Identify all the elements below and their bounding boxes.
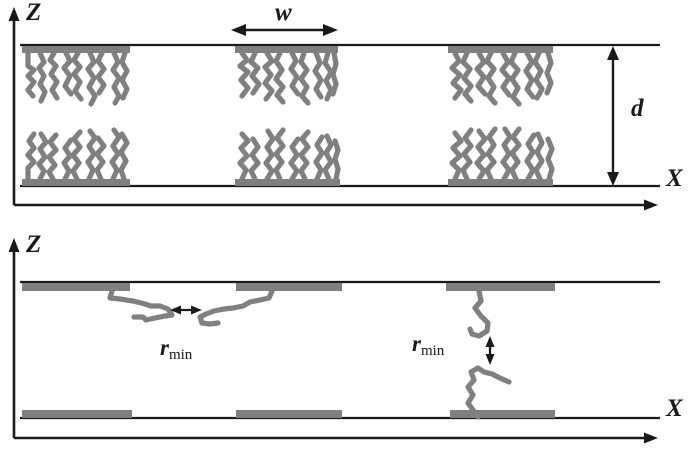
horizontal-rmin-arrow-right-head <box>191 305 202 315</box>
horizontal-rmin-symbol: r <box>160 335 169 360</box>
top-panel-z-axis-label: Z <box>26 0 42 26</box>
patch-width-arrow-right-head <box>323 24 338 36</box>
bottom-panel-walls <box>20 280 660 420</box>
top-panel-axes <box>8 7 658 211</box>
horizontal-rmin-arrow-left-head <box>170 305 181 315</box>
top-panel: Z X w d <box>8 0 683 211</box>
chain-right-lower <box>465 365 512 420</box>
horizontal-rmin-label: rmin <box>160 335 192 363</box>
gap-distance-label: d <box>631 95 644 122</box>
bottom-panel-patches <box>22 283 555 418</box>
vertical-rmin-symbol: r <box>412 331 421 356</box>
bottom-panel-x-axis-label: X <box>666 395 683 422</box>
patch-width-label: w <box>275 0 292 26</box>
bottom-panel-axes <box>8 238 658 444</box>
brush-bottom-middle <box>237 127 341 182</box>
top-panel-x-axis-label: X <box>666 165 683 192</box>
chain-left-b <box>197 288 275 327</box>
brush-bottom-left <box>25 127 130 182</box>
patch-width-arrow-left-head <box>231 24 246 36</box>
top-panel-graphic <box>8 7 660 211</box>
brush-top-middle <box>237 50 339 106</box>
bottom-panel: Z X rmin rmin <box>0 226 700 452</box>
brush-bottom-right <box>449 126 555 182</box>
brush-top-left <box>25 50 130 107</box>
gap-distance-arrow-top-head <box>607 46 619 60</box>
chain-left-a <box>107 288 175 323</box>
vertical-rmin-arrow-bottom-head <box>485 354 495 365</box>
brush-top-right <box>449 50 554 107</box>
vertical-rmin-label: rmin <box>412 331 444 359</box>
gap-distance-arrow-bottom-head <box>607 172 619 186</box>
horizontal-rmin-subscript: min <box>168 347 193 363</box>
chain-right-upper <box>467 288 491 339</box>
top-panel-patches <box>22 46 553 186</box>
bottom-panel-graphic <box>8 238 660 444</box>
vertical-rmin-arrow-top-head <box>485 336 495 347</box>
vertical-rmin-subscript: min <box>420 343 445 359</box>
bottom-panel-z-axis-label: Z <box>26 231 42 258</box>
